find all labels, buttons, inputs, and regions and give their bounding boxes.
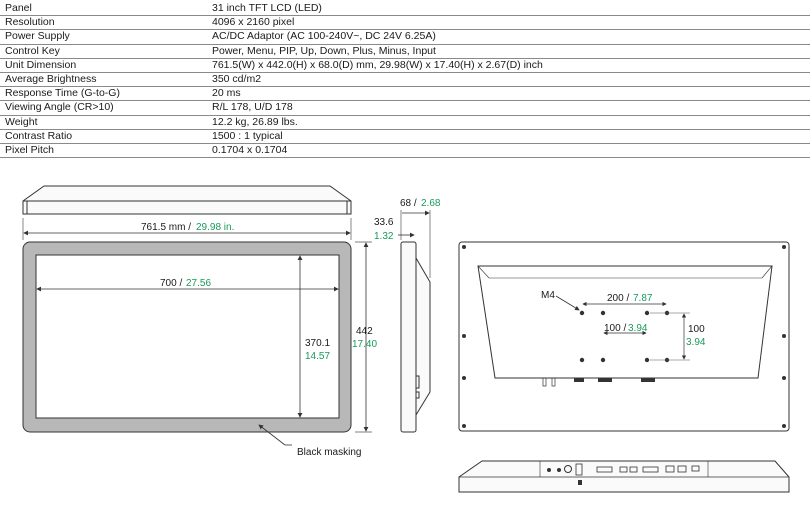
- spec-row-unit-dimension: Unit Dimension 761.5(W) x 442.0(H) x 68.0…: [0, 59, 810, 73]
- width-mm-label: 761.5 mm /: [141, 222, 191, 233]
- vesa-inner-in-label: 3.94: [628, 323, 648, 334]
- spec-value: 12.2 kg, 26.89 lbs.: [212, 115, 298, 128]
- depth-dimension: 68 / 2.68 33.6 1.32: [374, 198, 441, 278]
- spec-label: Power Supply: [5, 30, 70, 43]
- active-width-mm-label: 700 /: [160, 278, 182, 289]
- spec-value: 761.5(W) x 442.0(H) x 68.0(D) mm, 29.98(…: [212, 58, 543, 71]
- bottom-view: [458, 460, 790, 493]
- depth-in-label: 2.68: [421, 198, 441, 209]
- vesa-height-mm-label: 100: [688, 324, 705, 335]
- spec-label: Control Key: [5, 44, 60, 57]
- depth-mm-label: 68 /: [400, 198, 417, 209]
- black-masking-label: Black masking: [297, 447, 361, 458]
- vesa-hole: [579, 357, 585, 363]
- spec-table: Panel 31 inch TFT LCD (LED) Resolution 409…: [0, 2, 810, 159]
- active-width-in-label: 27.56: [186, 278, 211, 289]
- spec-row-resolution: Resolution 4096 x 2160 pixel: [0, 16, 810, 31]
- spec-value: R/L 178, U/D 178: [212, 101, 293, 114]
- vesa-screw-label: M4: [541, 290, 555, 301]
- vesa-hole: [644, 357, 650, 363]
- spec-value: 0.1704 x 0.1704: [212, 143, 288, 156]
- vesa-height-in-label: 3.94: [686, 337, 706, 348]
- spec-value: 20 ms: [212, 87, 241, 100]
- spec-label: Average Brightness: [5, 72, 97, 85]
- spec-label: Viewing Angle (CR>10): [5, 101, 114, 114]
- vesa-inner-mm-label: 100 /: [604, 323, 626, 334]
- height-mm-label: 442: [356, 326, 373, 337]
- top-view: [22, 185, 352, 215]
- spec-row-viewing-angle: Viewing Angle (CR>10) R/L 178, U/D 178: [0, 101, 810, 116]
- overall-width-dimension: 761.5 mm / 29.98 in.: [22, 218, 352, 240]
- rear-view: M4 200 / 7.87 100 / 3.94 100 3.94: [458, 241, 790, 432]
- vesa-outer-in-label: 7.87: [633, 293, 653, 304]
- side-view: [400, 241, 431, 433]
- spec-value: 350 cd/m2: [212, 72, 262, 85]
- height-in-label: 17.40: [352, 339, 377, 350]
- spec-value: 4096 x 2160 pixel: [212, 16, 295, 29]
- front-view: 700 / 27.56 370.1 14.57 Black masking: [22, 241, 361, 458]
- active-area: [35, 254, 340, 419]
- spec-label: Weight: [5, 115, 38, 128]
- spec-row-response-time: Response Time (G-to-G) 20 ms: [0, 87, 810, 102]
- bezel-in-label: 1.32: [374, 231, 394, 242]
- width-in-label: 29.98 in.: [196, 222, 234, 233]
- overall-height-dimension: 442 17.40: [352, 241, 377, 433]
- bezel-mm-label: 33.6: [374, 217, 394, 228]
- spec-label: Pixel Pitch: [5, 143, 55, 156]
- vesa-hole: [579, 310, 585, 316]
- spec-row-control-key: Control Key Power, Menu, PIP, Up, Down, P…: [0, 45, 810, 59]
- spec-value: 31 inch TFT LCD (LED): [212, 2, 322, 14]
- spec-row-contrast: Contrast Ratio 1500 : 1 typical: [0, 130, 810, 144]
- spec-row-pixel-pitch: Pixel Pitch 0.1704 x 0.1704: [0, 143, 810, 159]
- spec-row-power-supply: Power Supply AC/DC Adaptor (AC 100-240V~,…: [0, 30, 810, 45]
- spec-value: AC/DC Adaptor (AC 100-240V~, DC 24V 6.25…: [212, 30, 436, 43]
- active-height-in-label: 14.57: [305, 351, 330, 362]
- spec-label: Panel: [5, 2, 32, 14]
- vesa-hole: [600, 357, 606, 363]
- spec-label: Contrast Ratio: [5, 129, 73, 142]
- spec-label: Resolution: [5, 16, 55, 29]
- spec-label: Unit Dimension: [5, 58, 77, 71]
- vesa-outer-mm-label: 200 /: [607, 293, 629, 304]
- spec-row-brightness: Average Brightness 350 cd/m2: [0, 72, 810, 88]
- spec-label: Response Time (G-to-G): [5, 87, 120, 100]
- vesa-hole: [644, 310, 650, 316]
- spec-value: Power, Menu, PIP, Up, Down, Plus, Minus,…: [212, 44, 436, 57]
- spec-row-weight: Weight 12.2 kg, 26.89 lbs.: [0, 116, 810, 130]
- active-height-mm-label: 370.1: [305, 338, 330, 349]
- spec-value: 1500 : 1 typical: [212, 129, 283, 142]
- vesa-hole: [600, 310, 606, 316]
- spec-row-panel: Panel 31 inch TFT LCD (LED): [0, 2, 810, 17]
